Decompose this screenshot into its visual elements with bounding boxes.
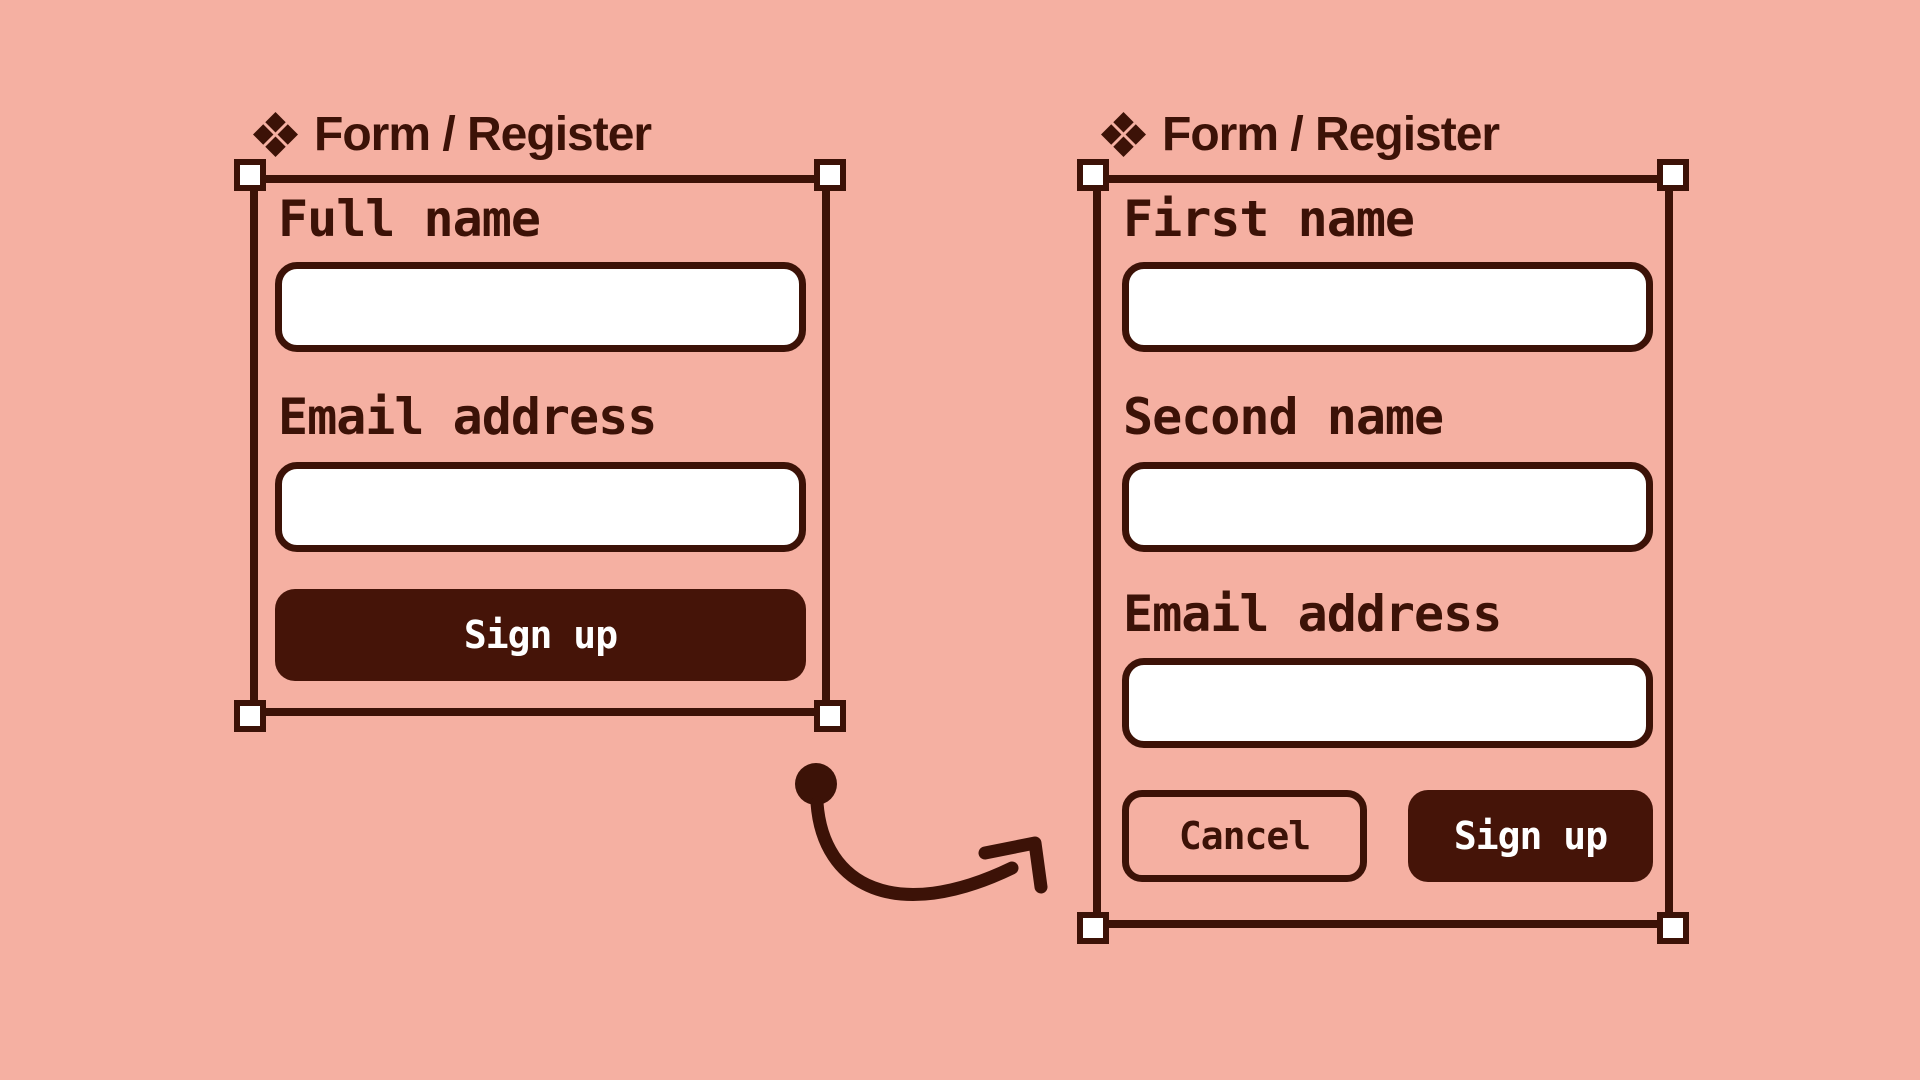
- component-diamond-icon: [253, 111, 298, 157]
- field-label-first-name: First name: [1123, 190, 1415, 248]
- selection-handle[interactable]: [234, 159, 266, 191]
- frame-title-right[interactable]: Form / Register: [1101, 107, 1500, 161]
- arrow-head: [978, 836, 1048, 894]
- email-input[interactable]: [1122, 658, 1653, 748]
- first-name-input[interactable]: [1122, 262, 1653, 352]
- second-name-input[interactable]: [1122, 462, 1653, 552]
- frame-title-label: Form / Register: [1162, 107, 1500, 161]
- form-frame-right[interactable]: First name Second name Email address Can…: [1077, 159, 1689, 944]
- sign-up-button[interactable]: Sign up: [275, 589, 806, 681]
- form-frame-left[interactable]: Full name Email address Sign up: [234, 159, 846, 732]
- component-diamond-icon: [1101, 111, 1146, 157]
- selection-handle[interactable]: [1077, 159, 1109, 191]
- field-label-full-name: Full name: [278, 190, 541, 248]
- field-label-second-name: Second name: [1123, 388, 1444, 446]
- frame-title-left[interactable]: Form / Register: [253, 107, 652, 161]
- selection-handle[interactable]: [234, 700, 266, 732]
- selection-handle[interactable]: [1657, 912, 1689, 944]
- selection-handle[interactable]: [814, 700, 846, 732]
- email-input[interactable]: [275, 462, 806, 552]
- selection-handle[interactable]: [1657, 159, 1689, 191]
- field-label-email: Email address: [1123, 585, 1502, 643]
- selection-handle[interactable]: [814, 159, 846, 191]
- selection-handle[interactable]: [1077, 912, 1109, 944]
- sign-up-button[interactable]: Sign up: [1408, 790, 1653, 882]
- arrow-start-dot: [795, 763, 837, 805]
- frame-title-label: Form / Register: [314, 107, 652, 161]
- full-name-input[interactable]: [275, 262, 806, 352]
- field-label-email: Email address: [278, 388, 657, 446]
- cancel-button[interactable]: Cancel: [1122, 790, 1367, 882]
